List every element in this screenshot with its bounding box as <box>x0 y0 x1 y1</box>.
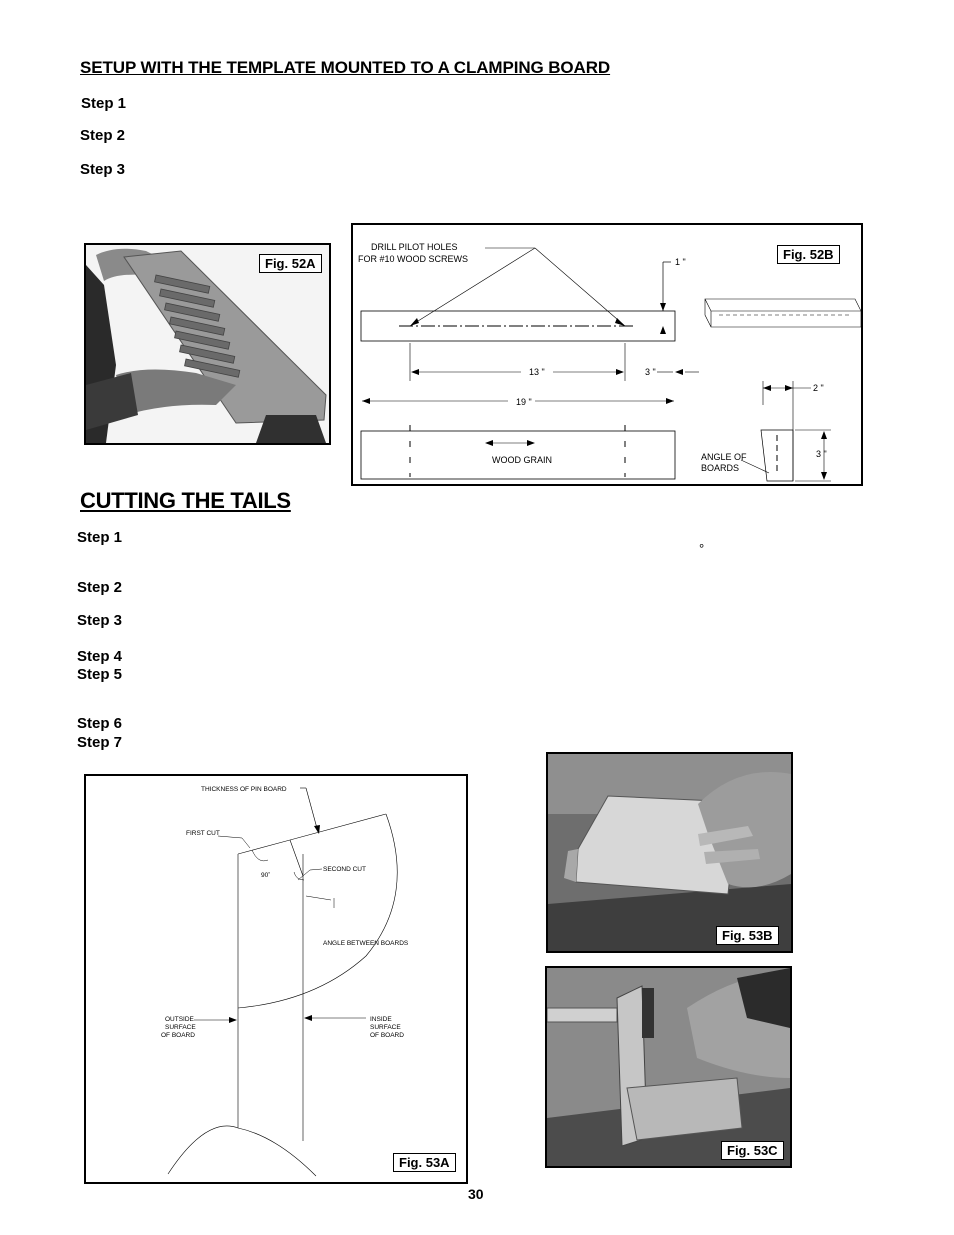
second-cut-label: SECOND CUT <box>323 866 366 873</box>
outside-label-line1: OUTSIDE <box>165 1016 195 1023</box>
dim-13in: 13 " <box>529 367 545 377</box>
setup-step-1: Step 1 <box>81 95 127 112</box>
tails-heading: CUTTING THE TAILS <box>80 488 291 513</box>
dim-19in: 19 " <box>516 397 532 407</box>
angle-label-line2: BOARDS <box>701 463 739 473</box>
board-on-saw-illustration <box>548 754 791 951</box>
fig-53a-drawing: THICKNESS OF PIN BOARD FIRST CUT SECOND … <box>84 774 468 1184</box>
tails-step-3: Step 3 <box>77 612 123 629</box>
dim-3in-a: 3 " <box>645 367 656 377</box>
tails-step-4: Step 4 <box>77 648 123 665</box>
jig-on-saw-illustration <box>547 968 790 1166</box>
outside-label-line3: OF BOARD <box>161 1032 195 1039</box>
fig-53a-label: Fig. 53A <box>393 1153 456 1172</box>
setup-heading: SETUP WITH THE TEMPLATE MOUNTED TO A CLA… <box>80 58 611 77</box>
setup-step-3: Step 3 <box>80 161 126 178</box>
inside-label-line1: INSIDE <box>370 1016 392 1023</box>
tails-step-7: Step 7 <box>77 734 123 751</box>
degree-symbol: ° <box>699 541 705 556</box>
ninety-degree-label: 90˚ <box>261 871 270 879</box>
angle-label-line1: ANGLE OF <box>701 452 747 462</box>
dim-1in: 1 " <box>675 257 686 267</box>
drill-note-line2: FOR #10 WOOD SCREWS <box>358 254 468 264</box>
tails-step-5: Step 5 <box>77 666 123 683</box>
inside-label-line2: SURFACE <box>370 1024 401 1031</box>
angle-between-label: ANGLE BETWEEN BOARDS <box>323 940 409 947</box>
tails-step-1: Step 1 <box>77 529 123 546</box>
fig-53c-photo: Fig. 53C <box>545 966 792 1168</box>
setup-step-2: Step 2 <box>80 127 126 144</box>
page-number: 30 <box>468 1186 484 1202</box>
fig-53c-label: Fig. 53C <box>721 1141 784 1160</box>
tails-step-2: Step 2 <box>77 579 123 596</box>
template-photo-illustration <box>86 245 329 443</box>
thickness-label: THICKNESS OF PIN BOARD <box>201 786 287 793</box>
outside-label-line2: SURFACE <box>165 1024 196 1031</box>
tails-step-6: Step 6 <box>77 715 123 732</box>
tail-angle-diagram: THICKNESS OF PIN BOARD FIRST CUT SECOND … <box>161 786 409 1177</box>
fig-53b-label: Fig. 53B <box>716 926 779 945</box>
clamping-board-diagram: DRILL PILOT HOLES FOR #10 WOOD SCREWS 1 … <box>358 242 861 482</box>
wood-grain-label: WOOD GRAIN <box>492 455 552 465</box>
fig-52a-photo: Fig. 52A <box>84 243 331 445</box>
drill-note-line1: DRILL PILOT HOLES <box>371 242 458 252</box>
fig-52a-label: Fig. 52A <box>259 254 322 273</box>
dim-3in-b: 3 " <box>816 449 827 459</box>
fig-52b-drawing: DRILL PILOT HOLES FOR #10 WOOD SCREWS 1 … <box>351 223 863 486</box>
fig-53b-photo: Fig. 53B <box>546 752 793 953</box>
fig-52b-label: Fig. 52B <box>777 245 840 264</box>
first-cut-label: FIRST CUT <box>186 830 220 837</box>
inside-label-line3: OF BOARD <box>370 1032 404 1039</box>
dim-2in: 2 " <box>813 383 824 393</box>
